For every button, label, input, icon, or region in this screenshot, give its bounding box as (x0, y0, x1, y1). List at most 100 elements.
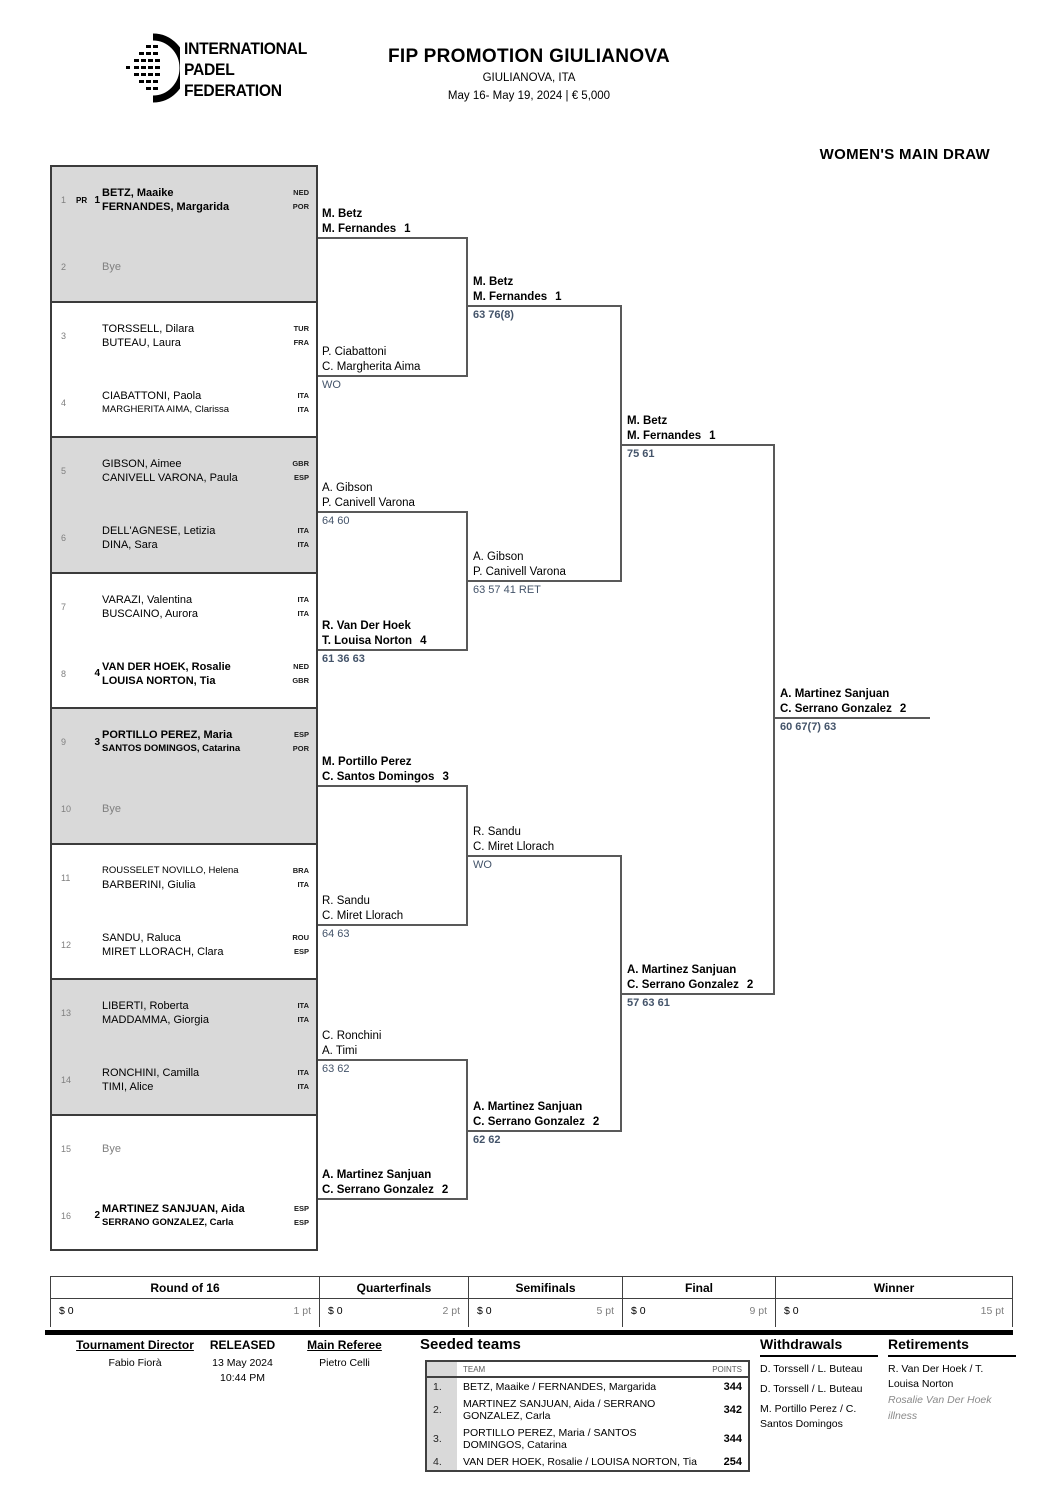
bracket-line (620, 444, 775, 446)
bracket-line (466, 785, 468, 924)
bracket-line (620, 993, 775, 995)
withdrawals-block: Withdrawals D. Torssell / L. Buteau D. T… (760, 1336, 878, 1432)
seeded-team-row: 4. VAN DER HOEK, Rosalie / LOUISA NORTON… (426, 1453, 749, 1471)
bracket-line (466, 1059, 468, 1198)
main-referee-block: Main Referee Pietro Celli (307, 1338, 382, 1369)
ipf-logo-text: INTERNATIONAL PADEL FEDERATION (184, 39, 307, 100)
withdrawal-entry: D. Torssell / L. Buteau (760, 1383, 863, 1395)
bracket-line (318, 924, 468, 926)
bracket-line (318, 649, 468, 651)
ipf-logo-icon (126, 33, 180, 103)
event-dates-prize: May 16- May 19, 2024 | € 5,000 (447, 90, 611, 102)
seeded-teams-table: TEAM POINTS 1. BETZ, Maaike / FERNANDES,… (425, 1360, 750, 1472)
match-score: 64 60 (322, 515, 350, 527)
draw-slot-2-bye: 2 Bye (61, 261, 121, 274)
retirement-reason-note: illness (888, 1410, 918, 1422)
seeded-teams-title: Seeded teams (420, 1336, 521, 1353)
bracket-line (318, 1198, 468, 1200)
bracket-line (466, 1130, 622, 1132)
match-score: WO (322, 379, 341, 391)
bracket-line (466, 580, 622, 582)
retirement-entry: R. Van Der Hoek / T. Louisa Norton (888, 1363, 984, 1390)
match-score: 60 67(7) 63 (780, 721, 837, 733)
match-score: 63 62 (322, 1063, 350, 1075)
match-score: 64 63 (322, 928, 350, 940)
bracket-line (620, 855, 622, 1130)
bracket-line (318, 511, 468, 513)
draw-title: WOMEN'S MAIN DRAW (819, 146, 990, 163)
bracket-line (620, 305, 622, 580)
match-score: 63 76(8) (473, 309, 514, 321)
match-score: WO (473, 859, 492, 871)
match-score: 61 36 63 (322, 653, 365, 665)
match-score: 63 57 41 RET (473, 584, 541, 596)
seeded-team-row: 2. MARTINEZ SANJUAN, Aida / SERRANO GONZ… (426, 1395, 749, 1424)
seeded-team-row: 1. BETZ, Maaike / FERNANDES, Margarida 3… (426, 1377, 749, 1395)
draw-slot-10-bye: 10 Bye (61, 803, 121, 816)
match-score: 75 61 (627, 448, 655, 460)
event-location: GIULIANOVA, ITA (482, 72, 576, 84)
withdrawal-entry: D. Torssell / L. Buteau (760, 1363, 863, 1375)
bracket-line (318, 1059, 468, 1061)
bracket-line (318, 237, 468, 239)
released-block: RELEASED 13 May 2024 10:44 PM (209, 1338, 276, 1384)
bracket-line (466, 855, 622, 857)
withdrawal-entry: M. Portillo Perez / C. Santos Domingos (760, 1403, 857, 1430)
retirements-block: Retirements R. Van Der Hoek / T. Louisa … (888, 1336, 1016, 1424)
event-title: FIP PROMOTION GIULIANOVA (387, 46, 670, 67)
match-score: 57 63 61 (627, 997, 670, 1009)
seeded-team-row: 3. PORTILLO PEREZ, Maria / SANTOS DOMING… (426, 1424, 749, 1453)
bracket-line (318, 375, 468, 377)
bracket-line (318, 785, 468, 787)
separator-bar (45, 1330, 1013, 1335)
draw-slot-15-bye: 15 Bye (61, 1142, 121, 1155)
bracket-line (773, 717, 930, 719)
retirement-player-note: Rosalie Van Der Hoek (888, 1394, 992, 1406)
tournament-director-block: Tournament Director Fabio Fiorà (76, 1338, 194, 1369)
